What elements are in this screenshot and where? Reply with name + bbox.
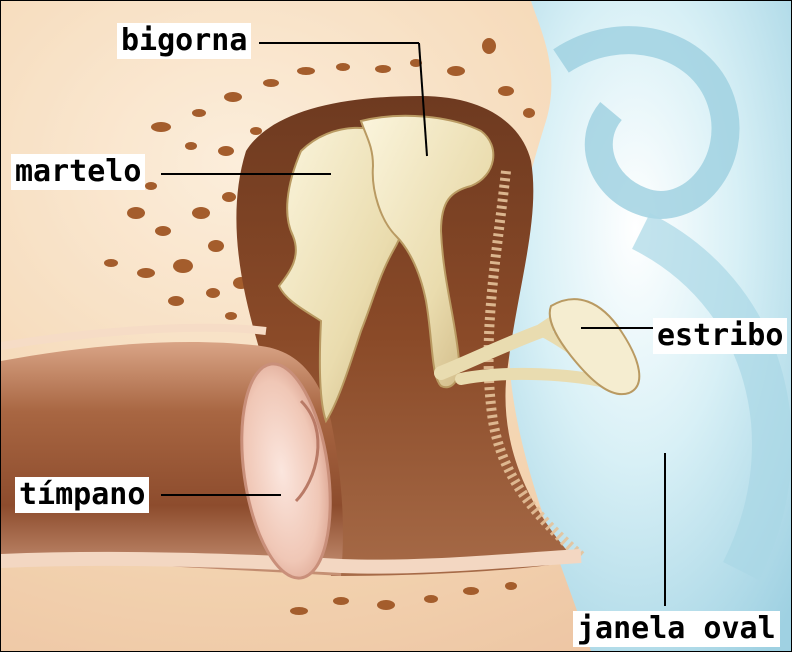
label-martelo: martelo [11, 154, 145, 190]
label-estribo: estribo [653, 318, 787, 354]
label-janela-oval: janela oval [573, 611, 780, 647]
label-timpano: tímpano [15, 477, 149, 513]
label-bigorna: bigorna [117, 23, 251, 59]
